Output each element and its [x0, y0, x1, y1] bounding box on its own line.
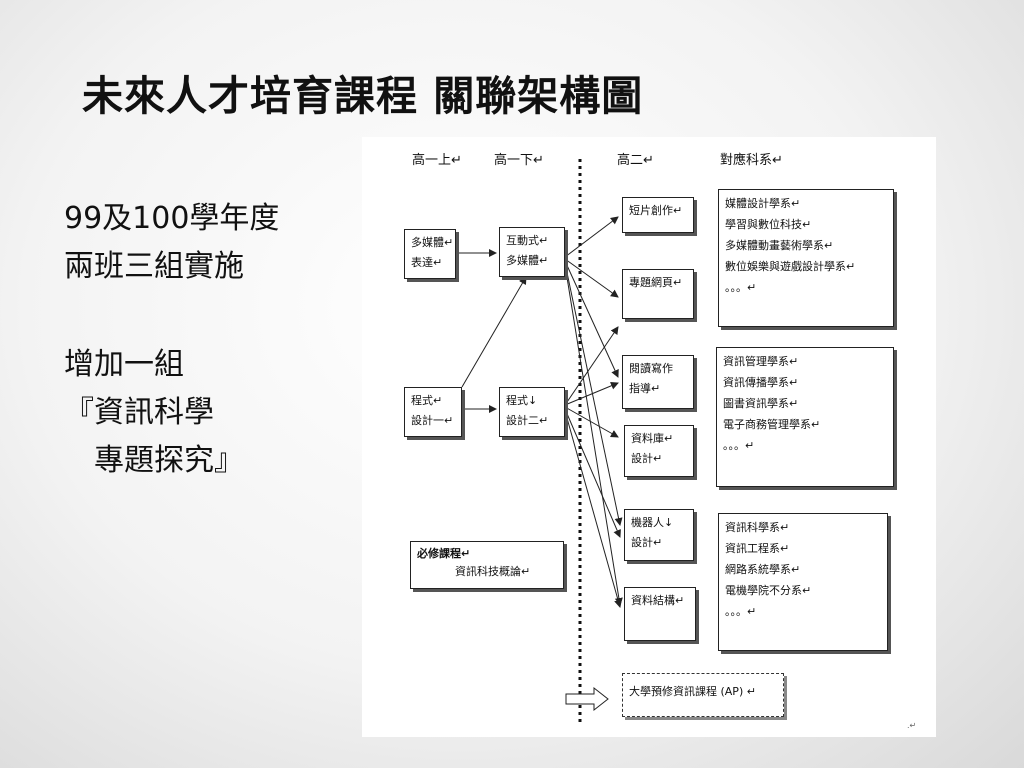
required-course-title: 必修課程↵ — [417, 547, 471, 560]
ap-hollow-arrow — [565, 686, 609, 712]
header-second-sem: 高一下↵ — [494, 153, 544, 168]
box-programming-one: 程式↵ 設計一↵ — [404, 387, 462, 437]
diagram-panel: 高一上↵ 高一下↵ 高二↵ 對應科系↵ 多媒體↵ 表達↵ 互動式↵ 多媒體↵ 程… — [362, 137, 936, 737]
box-short-film: 短片創作↵ — [622, 197, 694, 233]
dept-group-information: 資訊管理學系↵ 資訊傳播學系↵ 圖書資訊學系↵ 電子商務管理學系↵ 。。。↵ — [716, 347, 894, 487]
box-data-structures: 資料結構↵ — [624, 587, 696, 641]
header-first-sem: 高一上↵ — [412, 153, 462, 168]
bullet-line-4: 『資訊科學 — [64, 395, 214, 430]
box-robot-design: 機器人↓ 設計↵ — [624, 509, 694, 561]
bullet-line-5: 專題探究』 — [94, 443, 244, 478]
bullet-line-2: 兩班三組實施 — [64, 249, 244, 284]
dept-group-computer-science: 資訊科學系↵ 資訊工程系↵ 網路系統學系↵ 電機學院不分系↵ 。。。↵ — [718, 513, 888, 651]
slide-title: 未來人才培育課程 關聯架構圖 — [82, 72, 644, 120]
box-reading-writing: 閱讀寫作 指導↵ — [622, 355, 694, 409]
bullet-list: 99及100學年度 兩班三組實施 增加一組 『資訊科學 專題探究』 — [64, 195, 279, 485]
required-course-name: 資訊科技概論↵ — [455, 565, 531, 578]
diagram-arrows — [456, 159, 623, 722]
bullet-line-3: 增加一組 — [64, 347, 184, 382]
box-required-course: 必修課程↵ 資訊科技概論↵ — [410, 541, 564, 589]
box-programming-two: 程式↓ 設計二↵ — [499, 387, 565, 437]
bullet-line-1: 99及100學年度 — [64, 201, 280, 236]
dept-group-media: 媒體設計學系↵ 學習與數位科技↵ 多媒體動畫藝術學系↵ 數位娛樂與遊戲設計學系↵… — [718, 189, 894, 327]
box-multimedia-expression: 多媒體↵ 表達↵ — [404, 229, 456, 279]
header-departments: 對應科系↵ — [720, 153, 783, 168]
box-database-design: 資料庫↵ 設計↵ — [624, 425, 694, 477]
header-grade-two: 高二↵ — [617, 153, 654, 168]
box-ap-course: 大學預修資訊課程 (AP) ↵ — [622, 673, 784, 717]
box-interactive-multimedia: 互動式↵ 多媒體↵ — [499, 227, 565, 277]
box-web-topic: 專題網頁↵ — [622, 269, 694, 319]
corner-mark: .↵ — [907, 721, 917, 730]
